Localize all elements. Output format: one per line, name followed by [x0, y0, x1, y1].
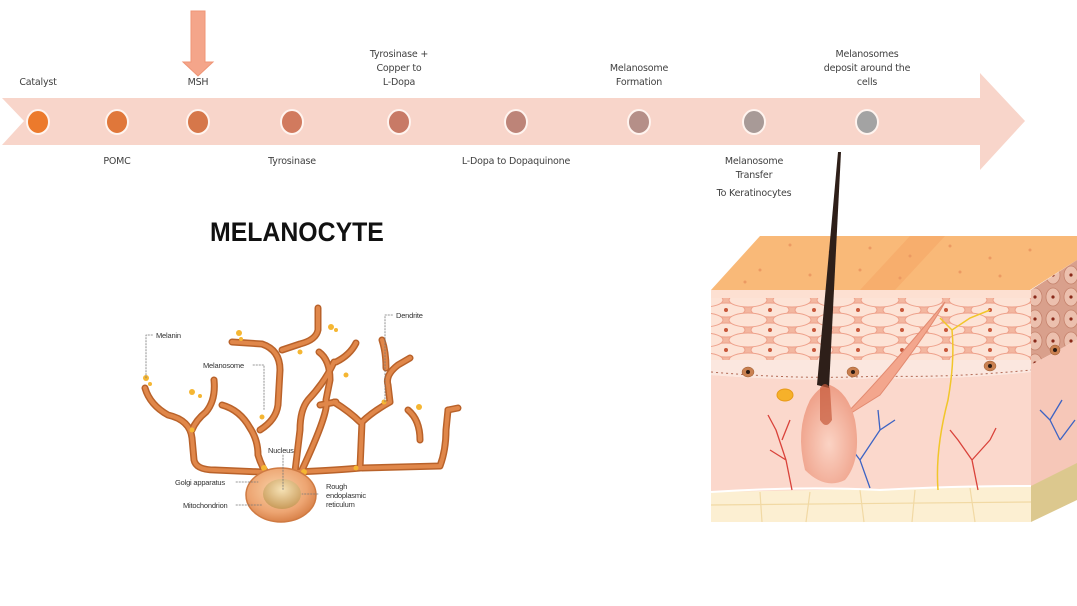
hair-shaft	[817, 152, 841, 388]
timeline-step-dot	[387, 109, 411, 135]
timeline-step-dot	[186, 109, 210, 135]
timeline-step-label: Tyrosinase	[268, 156, 316, 167]
timeline-step-dot	[280, 109, 304, 135]
timeline-step-label: L-Dopa to Dopaquinone	[461, 156, 571, 167]
melanocyte-illustration	[141, 304, 462, 523]
timeline-step-label-line: Transfer	[735, 170, 773, 181]
timeline-step-label-line: deposit around the	[823, 63, 911, 74]
timeline-step-label: POMC	[103, 156, 131, 167]
timeline-step-label-line: Melanosome	[724, 156, 784, 167]
skin-cross-section-illustration	[710, 152, 1077, 523]
timeline-step-label: Melanosomes deposit around the cells	[823, 48, 911, 90]
timeline-step-label-line: Tyrosinase +	[369, 49, 429, 60]
timeline-step-label-line: L-Dopa	[382, 77, 416, 88]
timeline-step-label-line: Melanosomes	[835, 49, 899, 60]
timeline-step-label: Tyrosinase + Copper to L-Dopa	[370, 48, 428, 90]
timeline-step-label: MSH	[187, 77, 209, 88]
timeline-step-label-line: cells	[856, 77, 878, 88]
label-golgi: Golgi apparatus	[175, 478, 225, 487]
nucleus	[263, 479, 301, 509]
pointer-arrow-icon	[181, 10, 215, 77]
label-nucleus: Nucleus	[268, 446, 294, 455]
timeline-step-dot	[742, 109, 766, 135]
timeline-step-label: Catalyst	[19, 77, 57, 88]
timeline-step-dot	[627, 109, 651, 135]
label-melanosome: Melanosome	[203, 361, 244, 370]
timeline-step-label-line: To Keratinocytes	[716, 188, 792, 199]
timeline-step-label-line: Melanosome	[609, 63, 669, 74]
label-rer-2: endoplasmic	[326, 491, 366, 500]
label-rer-1: Rough	[326, 482, 348, 491]
timeline-step-label-line: Formation	[615, 77, 663, 88]
timeline-step-label-line: Copper to	[376, 63, 422, 74]
timeline-step-dot	[504, 109, 528, 135]
timeline-step-dot	[105, 109, 129, 135]
label-rer-3: reticulum	[326, 500, 355, 509]
timeline-step-dot	[855, 109, 879, 135]
label-dendrite: Dendrite	[396, 311, 423, 320]
label-mitochondrion: Mitochondrion	[183, 501, 228, 510]
timeline-step-dot	[26, 109, 50, 135]
label-melanin: Melanin	[156, 331, 181, 340]
melanocyte-title: MELANOCYTE	[210, 217, 384, 247]
